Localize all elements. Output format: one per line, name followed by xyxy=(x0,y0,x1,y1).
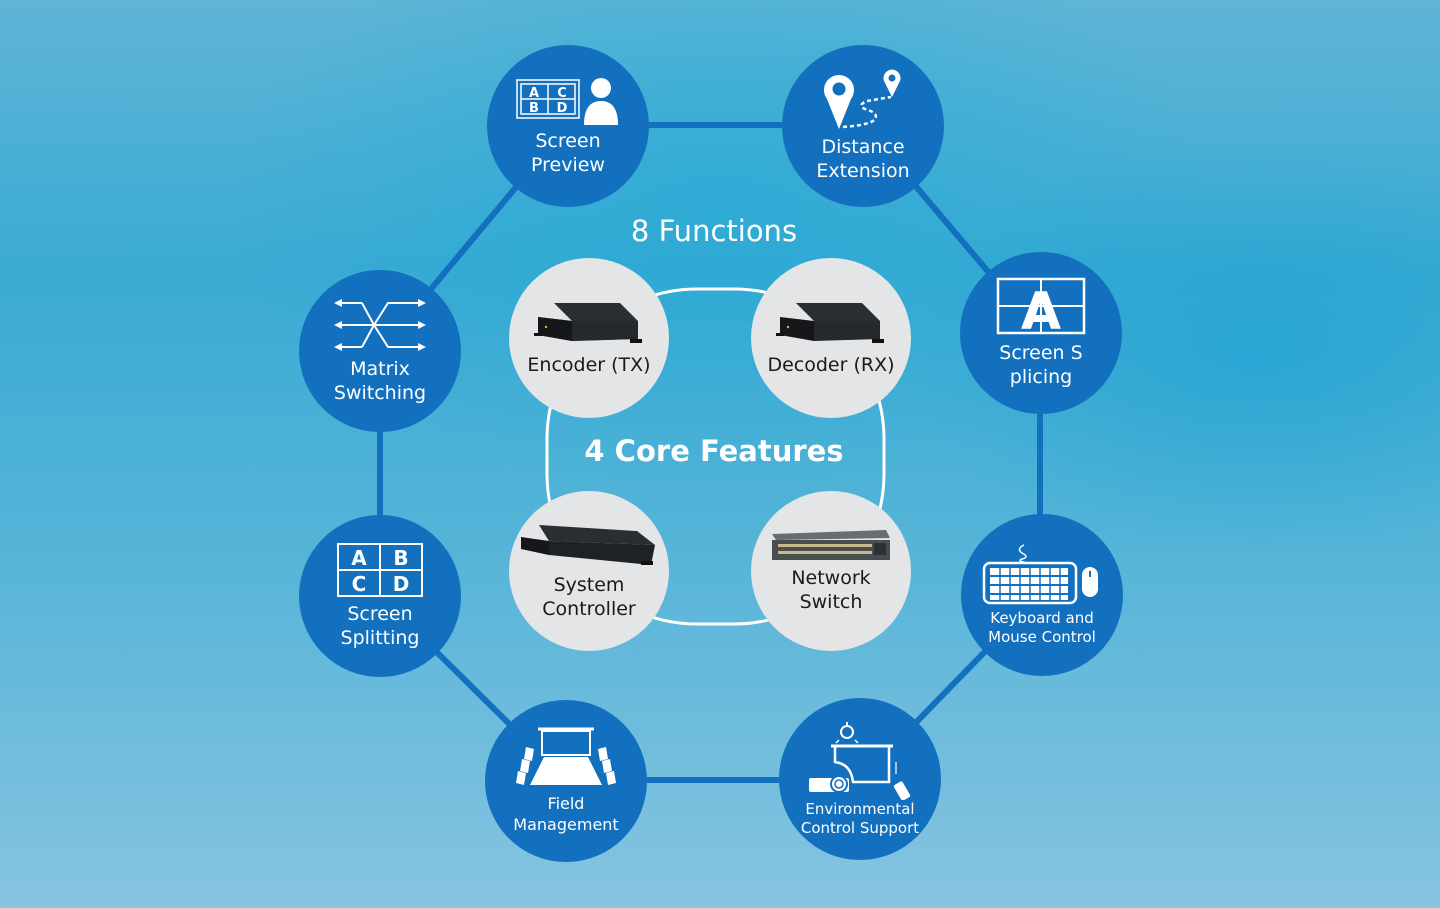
field-management-icon xyxy=(514,727,618,789)
inner-ring xyxy=(545,287,886,626)
preview-letter-d: D xyxy=(557,101,568,116)
core-label: Encoder (TX) xyxy=(527,354,651,376)
decoder-device-icon xyxy=(776,299,886,351)
distance-extension-icon xyxy=(821,69,905,131)
environmental-control-icon xyxy=(805,720,915,800)
splitting-letter-b: B xyxy=(393,546,408,570)
splitting-letter-d: D xyxy=(393,572,410,596)
preview-letter-c: C xyxy=(557,86,567,101)
splicing-letter: A xyxy=(1021,282,1061,337)
splitting-letter-c: C xyxy=(352,572,367,596)
preview-letter-a: A xyxy=(529,86,539,101)
core-features-heading: 4 Core Features xyxy=(584,434,844,468)
functions-heading: 8 Functions xyxy=(630,214,798,248)
encoder-device-icon xyxy=(534,299,644,351)
screen-splitting-icon: A B C D xyxy=(336,542,424,598)
core-encoder-tx[interactable]: Encoder (TX) xyxy=(509,258,669,418)
system-controller-device-icon xyxy=(519,521,659,571)
matrix-switching-icon xyxy=(334,297,426,353)
core-label: Decoder (RX) xyxy=(767,354,895,376)
screen-splicing-icon: A xyxy=(996,277,1086,337)
preview-letter-b: B xyxy=(529,101,539,116)
network-switch-device-icon xyxy=(768,528,894,564)
core-decoder-rx[interactable]: Decoder (RX) xyxy=(751,258,911,418)
keyboard-mouse-icon xyxy=(982,543,1102,605)
screen-preview-icon: A C B D xyxy=(516,75,620,125)
splitting-letter-a: A xyxy=(351,546,367,570)
